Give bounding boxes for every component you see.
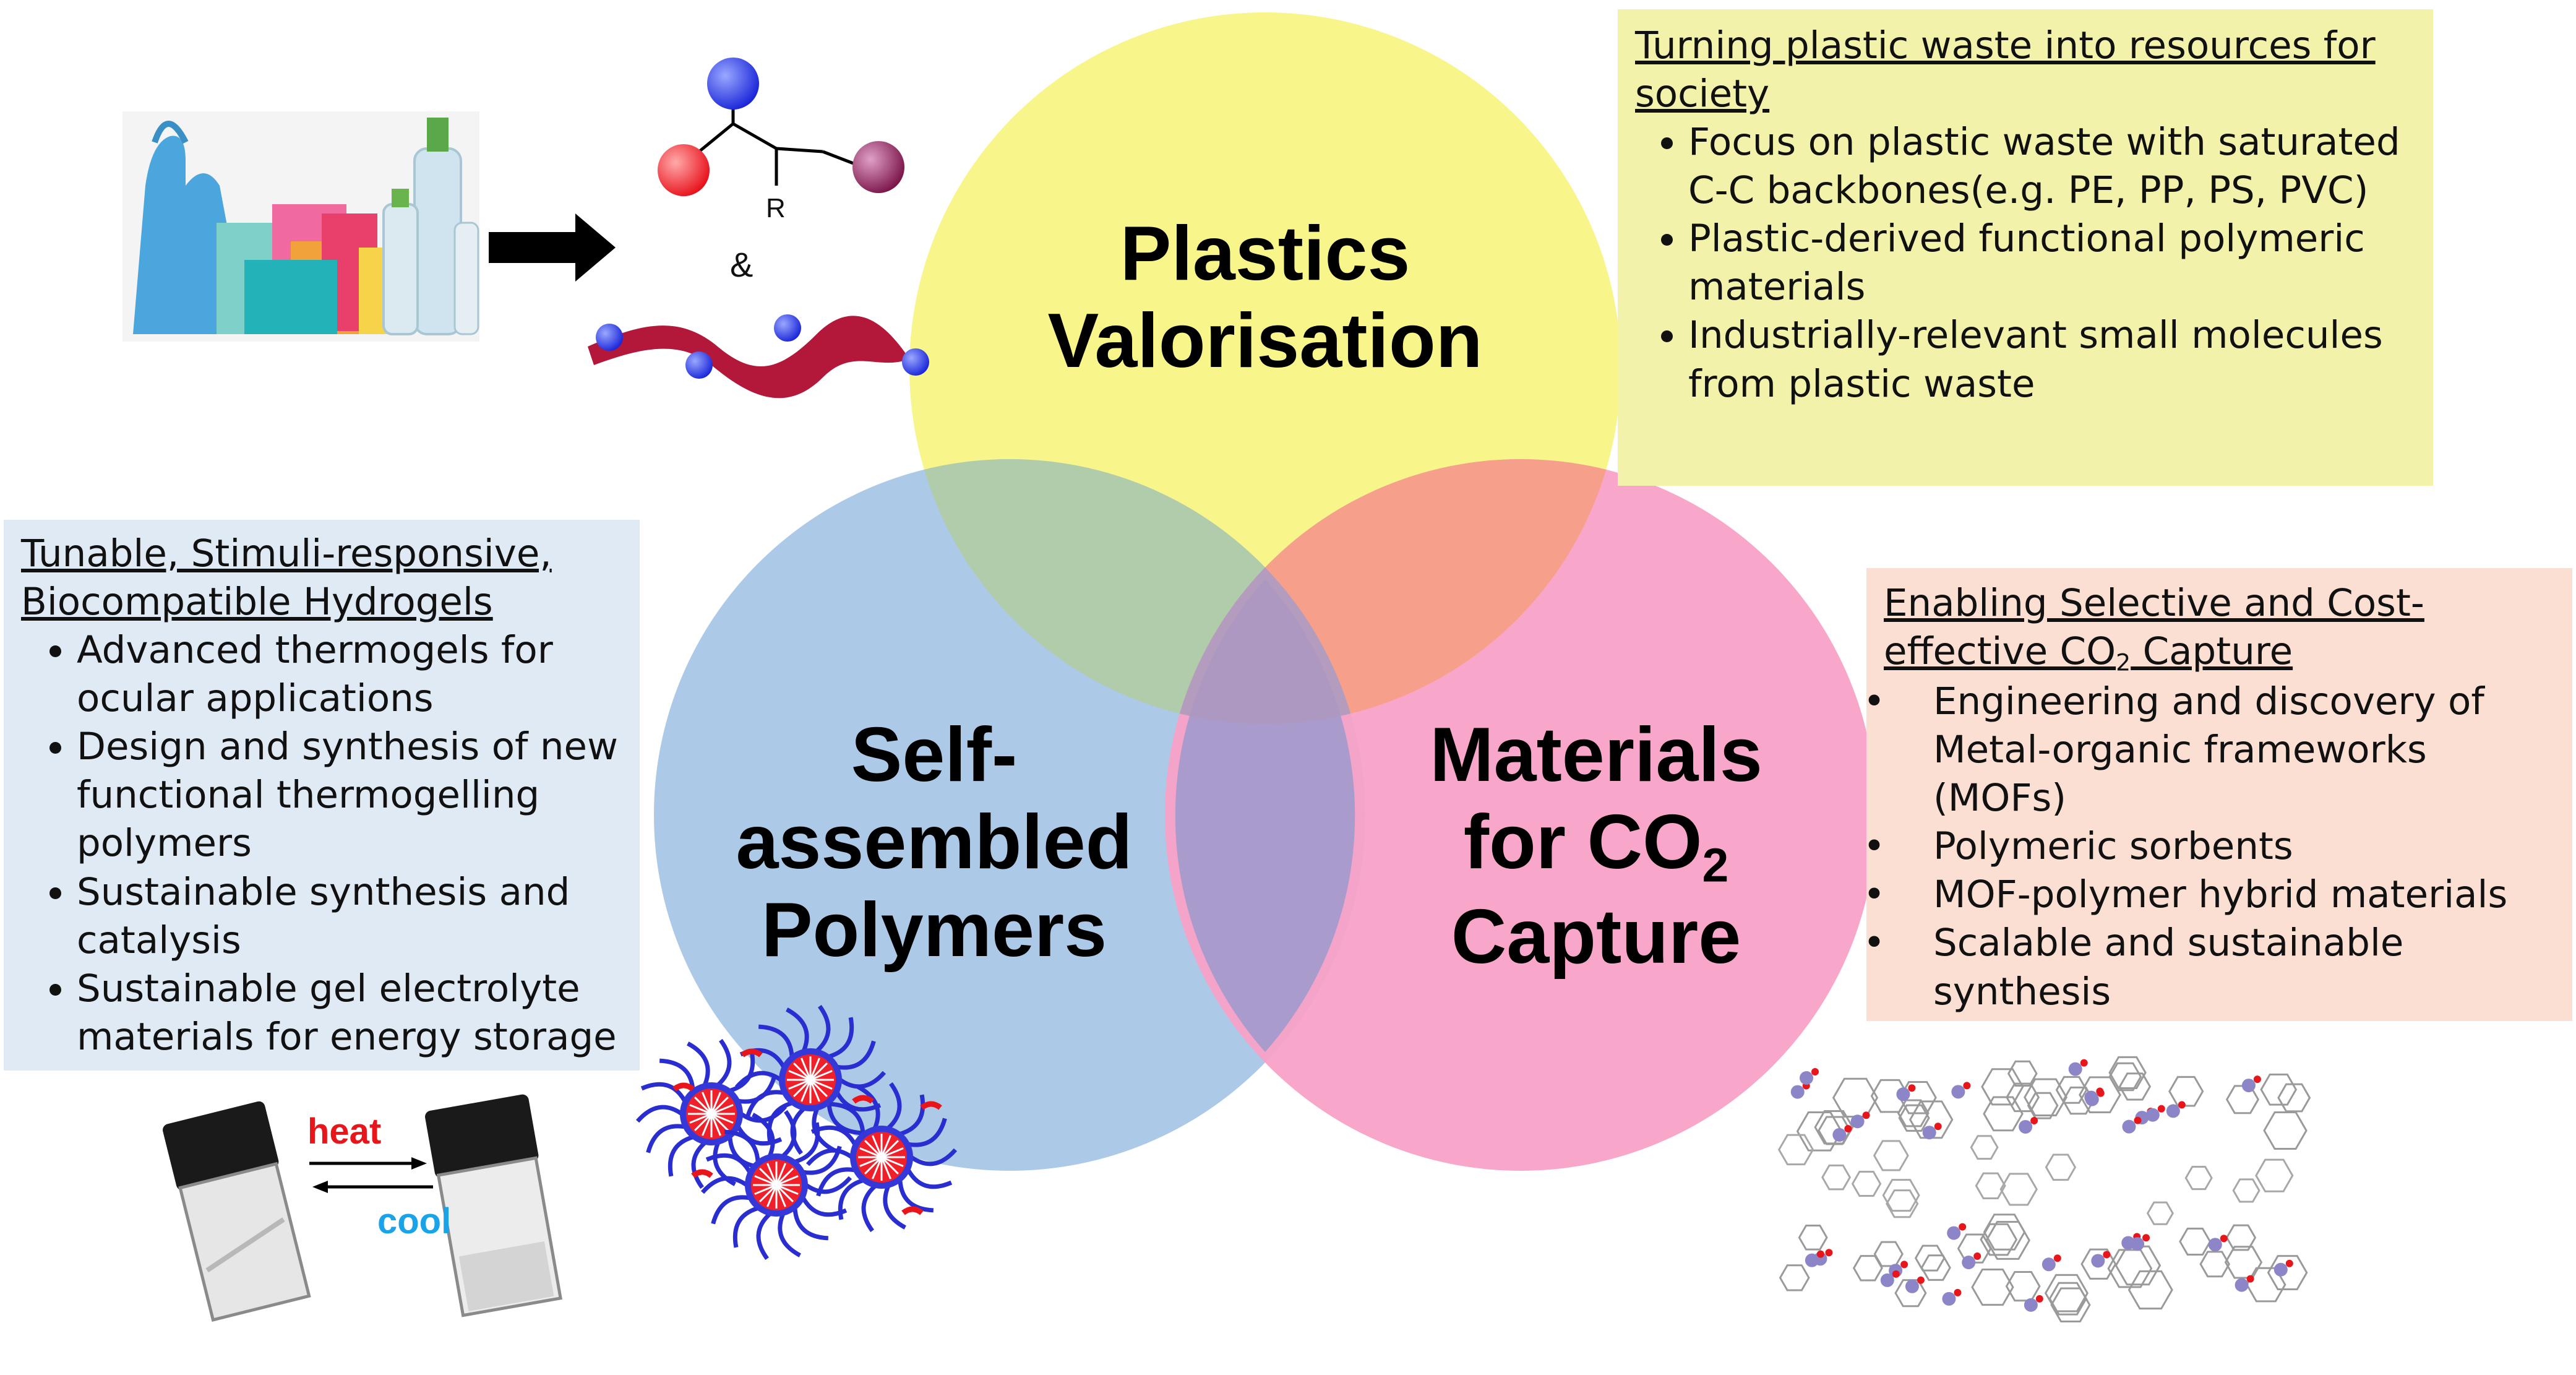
heading-subscript: 2: [2116, 649, 2131, 676]
heading-line2-pre: effective CO: [1884, 629, 2116, 674]
list-item: Sustainable gel electrolyte materials fo…: [77, 965, 622, 1061]
title-co2-line2: for CO2: [1349, 799, 1844, 893]
title-polymers-line2: assembled: [736, 800, 1133, 886]
list-item: Scalable and sustainable synthesis: [1933, 919, 2555, 1015]
molecule-r-label: R: [766, 193, 786, 223]
title-co2-line1: Materials: [1430, 712, 1762, 798]
molecule-and-label: &: [730, 245, 753, 284]
box-co2: Enabling Selective and Cost- effective C…: [1866, 568, 2572, 1021]
list-item: Polymeric sorbents: [1933, 822, 2555, 871]
title-plastics-line1: Plastics: [1120, 211, 1410, 296]
heat-label: heat: [307, 1111, 382, 1152]
title-co2-subscript: 2: [1702, 838, 1729, 892]
list-item: Advanced thermogels for ocular applicati…: [77, 626, 622, 723]
title-plastics-valorisation: Plastics Valorisation: [1002, 210, 1528, 386]
title-polymers-line1: Self-: [851, 712, 1018, 798]
list-item: Plastic-derived functional polymeric mat…: [1688, 215, 2416, 311]
overlap-plastics-co2: [1165, 459, 1621, 724]
title-self-assembled-polymers: Self- assembled Polymers: [687, 712, 1182, 974]
box-hydrogels-heading: Tunable, Stimuli-responsive, Biocompatib…: [21, 530, 622, 626]
title-co2-line2-text: for CO: [1463, 800, 1702, 886]
box-co2-heading: Enabling Selective and Cost- effective C…: [1884, 579, 2555, 678]
box-plastics-list: Focus on plastic waste with saturated C-…: [1635, 118, 2416, 408]
title-co2-line3: Capture: [1451, 894, 1741, 980]
list-item: MOF-polymer hybrid materials: [1933, 871, 2555, 919]
center-region: [1175, 579, 1355, 724]
title-polymers-line3: Polymers: [761, 887, 1107, 973]
title-plastics-line2: Valorisation: [1047, 298, 1483, 384]
box-hydrogels-list: Advanced thermogels for ocular applicati…: [21, 626, 622, 1061]
list-item: Industrially-relevant small molecules fr…: [1688, 311, 2416, 408]
list-item: Focus on plastic waste with saturated C-…: [1688, 118, 2416, 215]
box-co2-list: Engineering and discovery of Metal-organ…: [1884, 678, 2555, 1016]
list-item: Design and synthesis of new functional t…: [77, 723, 622, 868]
box-hydrogels: Tunable, Stimuli-responsive, Biocompatib…: [4, 520, 640, 1071]
heading-line1: Enabling Selective and Cost-: [1884, 581, 2424, 625]
box-plastics-heading: Turning plastic waste into resources for…: [1635, 24, 2376, 116]
heading-line2: Biocompatible Hydrogels: [21, 580, 493, 624]
heading-line2-post: Capture: [2131, 629, 2293, 674]
overlap-plastics-polymers: [909, 459, 1365, 724]
list-item: Engineering and discovery of Metal-organ…: [1933, 678, 2555, 822]
list-item: Sustainable synthesis and catalysis: [77, 868, 622, 965]
cool-label: cool: [377, 1201, 452, 1241]
heading-line1: Tunable, Stimuli-responsive,: [21, 532, 552, 575]
box-plastics: Turning plastic waste into resources for…: [1618, 9, 2433, 486]
title-materials-co2-capture: Materials for CO2 Capture: [1349, 712, 1844, 981]
